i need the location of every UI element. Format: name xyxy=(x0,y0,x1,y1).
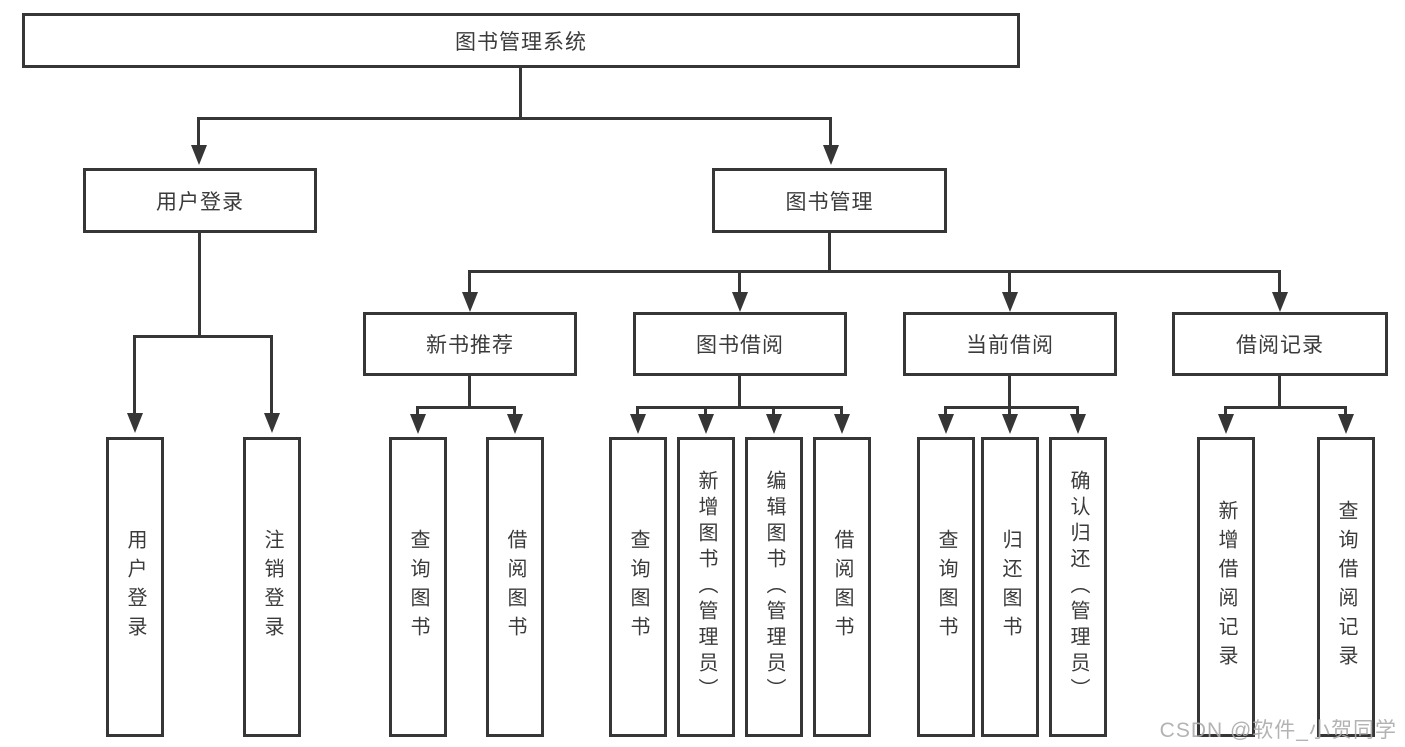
leaf-add-borrow-record-label: 新增借阅记录 xyxy=(1215,500,1237,674)
node-root-label: 图书管理系统 xyxy=(455,30,587,54)
node-login-group-label: 用户登录 xyxy=(156,190,244,214)
leaf-query-book-a: 查询图书 xyxy=(389,437,447,737)
arrow-to-borrow-book-a xyxy=(506,406,523,434)
connector-new-book-rec-branch xyxy=(416,406,516,409)
connector-borrow-record-stem xyxy=(1278,374,1281,408)
leaf-query-book-b-label: 查询图书 xyxy=(627,529,649,645)
arrow-to-borrow-record xyxy=(1271,270,1288,312)
connector-current-borrow-stem xyxy=(1008,374,1011,408)
leaf-add-book-admin: 新增图书（管理员） xyxy=(677,437,735,737)
node-book-mgmt: 图书管理 xyxy=(712,168,947,233)
arrow-to-current-borrow xyxy=(1001,270,1018,312)
connector-login-branch xyxy=(133,335,273,338)
connector-book-borrow-branch xyxy=(636,406,843,409)
leaf-query-book-a-label: 查询图书 xyxy=(407,529,429,645)
leaf-add-book-admin-label: 新增图书（管理员） xyxy=(695,470,717,704)
connector-root-stem xyxy=(519,68,522,119)
arrow-to-new-book-rec xyxy=(461,270,478,312)
leaf-edit-book-admin: 编辑图书（管理员） xyxy=(745,437,803,737)
connector-level2-branch xyxy=(197,117,831,120)
node-current-borrow: 当前借阅 xyxy=(903,312,1117,376)
arrow-to-book-mgmt xyxy=(822,117,839,165)
node-root: 图书管理系统 xyxy=(22,13,1020,68)
leaf-logout-label: 注销登录 xyxy=(261,529,283,645)
arrow-to-borrow-book-b xyxy=(833,406,850,434)
arrow-to-query-borrow-record xyxy=(1337,406,1354,434)
leaf-borrow-book-b: 借阅图书 xyxy=(813,437,871,737)
leaf-confirm-return-admin-label: 确认归还（管理员） xyxy=(1067,470,1089,704)
node-login-group: 用户登录 xyxy=(83,168,317,233)
arrow-to-add-book-admin xyxy=(697,406,714,434)
leaf-edit-book-admin-label: 编辑图书（管理员） xyxy=(763,470,785,704)
node-borrow-record-label: 借阅记录 xyxy=(1236,334,1324,357)
leaf-borrow-book-a: 借阅图书 xyxy=(486,437,544,737)
leaf-query-borrow-record: 查询借阅记录 xyxy=(1317,437,1375,737)
leaf-confirm-return-admin: 确认归还（管理员） xyxy=(1049,437,1107,737)
leaf-borrow-book-b-label: 借阅图书 xyxy=(831,529,853,645)
connector-book-mgmt-stem xyxy=(828,233,831,272)
connector-borrow-record-branch xyxy=(1224,406,1347,409)
connector-book-borrow-stem xyxy=(738,374,741,408)
connector-login-stem xyxy=(198,233,201,337)
arrow-to-confirm-return-admin xyxy=(1069,406,1086,434)
node-current-borrow-label: 当前借阅 xyxy=(966,334,1054,357)
arrow-to-user-login xyxy=(126,335,143,433)
node-new-book-rec-label: 新书推荐 xyxy=(426,334,514,357)
csdn-watermark: CSDN @软件_小贺同学 xyxy=(1159,719,1397,742)
node-new-book-rec: 新书推荐 xyxy=(363,312,577,376)
arrow-to-add-borrow-record xyxy=(1217,406,1234,434)
connector-current-borrow-branch xyxy=(944,406,1079,409)
arrow-to-query-book-b xyxy=(629,406,646,434)
arrow-to-edit-book-admin xyxy=(765,406,782,434)
leaf-logout: 注销登录 xyxy=(243,437,301,737)
node-book-borrow-label: 图书借阅 xyxy=(696,334,784,357)
node-book-mgmt-label: 图书管理 xyxy=(785,190,874,214)
arrow-to-return-book xyxy=(1001,406,1018,434)
leaf-return-book-label: 归还图书 xyxy=(999,529,1021,645)
connector-level3-branch xyxy=(468,270,1281,273)
leaf-add-borrow-record: 新增借阅记录 xyxy=(1197,437,1255,737)
leaf-query-book-c-label: 查询图书 xyxy=(935,529,957,645)
leaf-user-login: 用户登录 xyxy=(106,437,164,737)
arrow-to-login-group xyxy=(190,117,207,165)
connector-new-book-rec-stem xyxy=(468,374,471,408)
leaf-query-book-b: 查询图书 xyxy=(609,437,667,737)
arrow-to-query-book-a xyxy=(409,406,426,434)
leaf-query-book-c: 查询图书 xyxy=(917,437,975,737)
node-book-borrow: 图书借阅 xyxy=(633,312,847,376)
leaf-query-borrow-record-label: 查询借阅记录 xyxy=(1335,500,1357,674)
arrow-to-book-borrow xyxy=(731,270,748,312)
leaf-return-book: 归还图书 xyxy=(981,437,1039,737)
arrow-to-logout xyxy=(263,335,280,433)
leaf-user-login-label: 用户登录 xyxy=(124,529,146,645)
arrow-to-query-book-c xyxy=(937,406,954,434)
leaf-borrow-book-a-label: 借阅图书 xyxy=(504,529,526,645)
node-borrow-record: 借阅记录 xyxy=(1172,312,1388,376)
